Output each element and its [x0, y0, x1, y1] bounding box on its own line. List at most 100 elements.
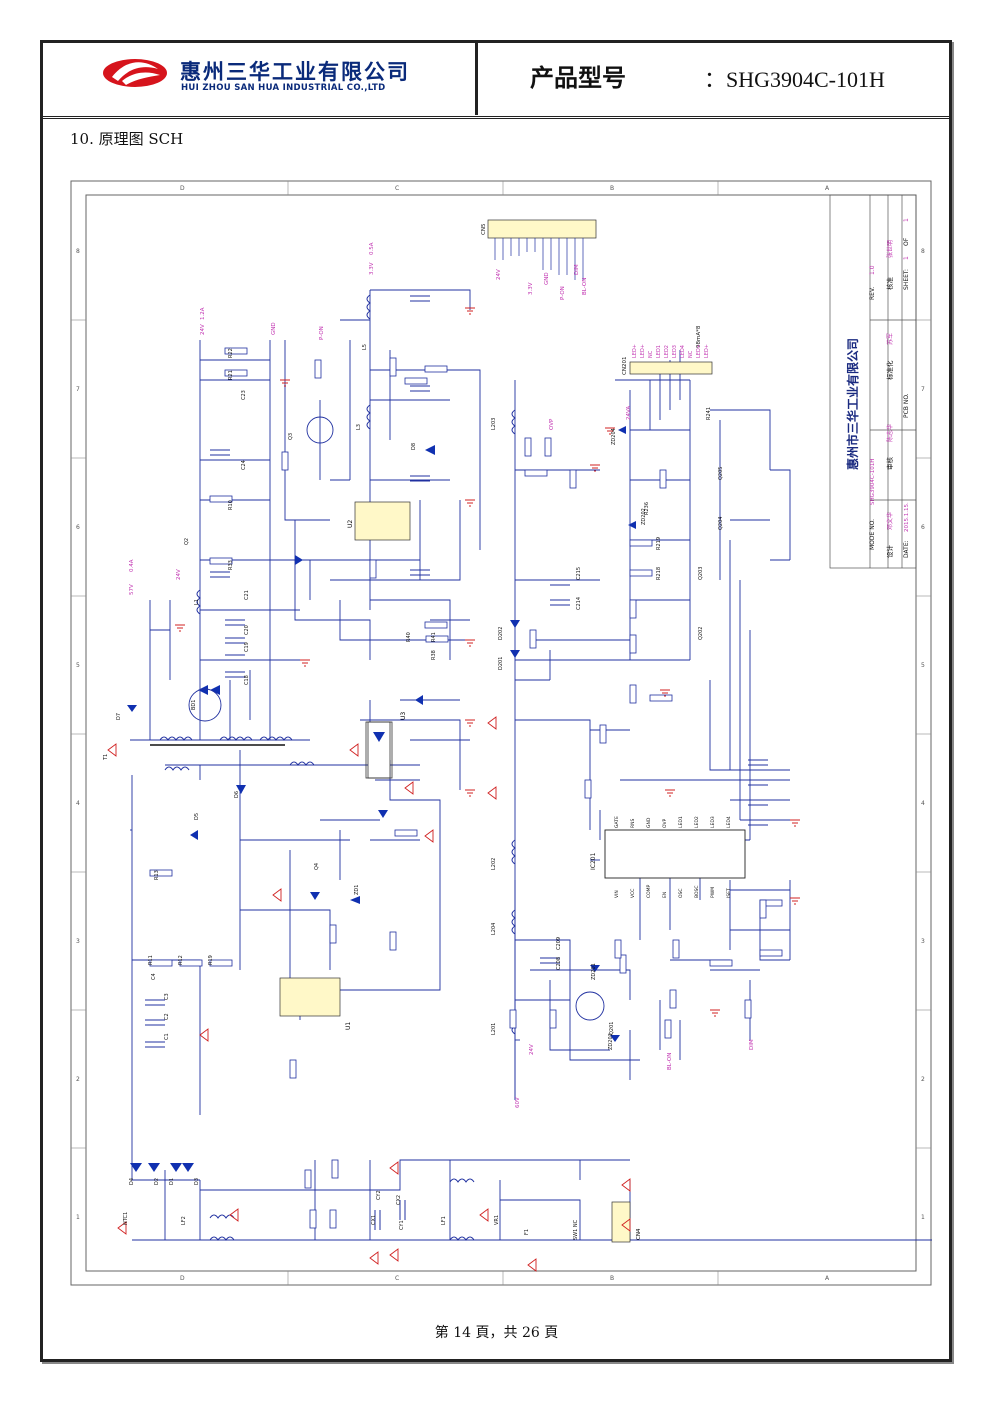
label-r21: R21: [228, 370, 234, 380]
label-r11: R11: [148, 955, 154, 965]
label-c19: C19: [244, 642, 250, 652]
cn201-pin-8: NC: [688, 350, 694, 358]
grid-col-right-7: 7: [921, 386, 925, 393]
cn201-pin-2: LED+: [640, 344, 646, 358]
grid-col-right-6: 6: [921, 524, 925, 531]
label-d7: D7: [116, 713, 122, 720]
cn201-label: CN201: [622, 357, 628, 375]
transistors: [188, 416, 605, 1021]
title-block-company: 惠州市三华工业有限公司: [845, 338, 860, 470]
grid-col-left-2: 2: [76, 1076, 80, 1083]
net-33v-cn5: 3.3V: [528, 282, 534, 295]
label-c2: C2: [164, 1013, 170, 1020]
label-bd1: BD1: [191, 700, 197, 710]
label-q204: Q204: [718, 517, 724, 530]
grid-row-top-c: C: [395, 185, 399, 192]
label-ntc1: NTC1: [123, 1212, 129, 1225]
label-c4: C4: [151, 973, 157, 980]
title-block-text: 惠州市三华工业有限公司 MODE NO. SHG3904C-101H REV. …: [845, 218, 910, 558]
ic201-pin-vin: VIN: [614, 890, 620, 898]
label-c3: C3: [164, 993, 170, 1000]
net-dim-cn5: DIM: [574, 264, 580, 275]
cn5-label: CN5: [481, 223, 487, 235]
label-c23: C23: [241, 390, 247, 400]
label-lf2: LF2: [181, 1216, 187, 1225]
grid-col-left-7: 7: [76, 386, 80, 393]
cn201-pin-3: NC: [648, 350, 654, 358]
net-24va-left: 24V: [176, 569, 182, 580]
title-block-standard-label: 标准化: [885, 360, 894, 380]
page-frame: [40, 40, 952, 1362]
label-zd203: ZD203: [608, 1033, 614, 1050]
label-r12: R12: [178, 955, 184, 965]
title-block-pcb-label: PCB NO.: [903, 393, 910, 418]
ic201-pin-osc: OSC: [678, 888, 684, 898]
cn201-pin-5: LED2: [664, 345, 670, 358]
ic201-pin-led3: LED3: [710, 816, 716, 828]
header: [43, 43, 949, 119]
capacitors: [145, 295, 768, 1230]
label-q4: Q4: [314, 863, 320, 870]
ic201-pin-en: EN: [662, 892, 668, 898]
label-q203: Q203: [698, 567, 704, 580]
label-t1: T1: [103, 754, 109, 761]
label-zd201: ZD201: [591, 963, 597, 980]
title-block-sheet-value: 1: [903, 256, 910, 260]
title-block-approve-person: 张世明: [886, 240, 894, 258]
label-l201: L201: [491, 1023, 497, 1035]
ground-symbols: [175, 307, 800, 1017]
grid-ticks: [71, 181, 931, 1285]
ic201-pin-led4: LED4: [726, 816, 732, 828]
connector-cn5: CN5: [481, 219, 597, 280]
outer-border: [70, 180, 932, 1286]
cn201-pin-9: LED+: [696, 344, 702, 358]
ic201-label: IC201: [590, 852, 597, 870]
u3-label: U3: [400, 712, 407, 720]
ic201-pin-gnd: GND: [646, 817, 652, 828]
inner-border: [85, 194, 917, 1272]
net-33v: 3.3V: [369, 262, 375, 275]
label-cy1: CY1: [399, 1220, 405, 1230]
net-a12: 1.2A: [200, 307, 206, 320]
ic201-pin-led2: LED2: [694, 816, 700, 828]
cn201-pins: LED+ LED+ NC LED1 LED2 LED3 LED4 NC LED+…: [632, 344, 710, 358]
header-divider: [475, 43, 478, 115]
chip-u2: U2: [347, 501, 411, 541]
label-c18: C18: [244, 675, 250, 685]
title-block-standard-person: 苏军: [886, 333, 894, 345]
label-l5: L5: [362, 344, 368, 350]
label-c20: C20: [244, 625, 250, 635]
label-lf1: LF1: [441, 1216, 447, 1225]
label-d4: D4: [129, 1178, 135, 1185]
grid-col-right-1: 1: [921, 1214, 925, 1221]
ic201-pin-pwm: PWM: [710, 887, 716, 898]
label-f1: F1: [524, 1229, 530, 1235]
net-24v-bottom: 24V: [529, 1044, 535, 1055]
grid-row-top-b: B: [610, 185, 614, 192]
label-q205: Q205: [718, 467, 724, 480]
net-dim: DIM: [749, 1039, 755, 1050]
label-r236: R236: [644, 502, 650, 515]
ic201: IC201 GATE RNS GND OVP LED1 LED2 LED3 LE…: [590, 816, 746, 898]
resistors: [149, 347, 783, 1229]
company-name-en: HUI ZHOU SAN HUA INDUSTRIAL CO.,LTD: [181, 83, 386, 93]
ic201-pin-iset: ISET: [726, 888, 732, 898]
grid-col-right-3: 3: [921, 938, 925, 945]
net-24v-cn5: 24V: [496, 269, 502, 280]
label-l3: L3: [356, 424, 362, 430]
label-q202: Q202: [698, 627, 704, 640]
grid-col-right-4: 4: [921, 800, 925, 807]
title-block-design-person: 邓文华: [886, 512, 894, 530]
label-d201: D201: [498, 657, 504, 670]
net-ovp: OVP: [549, 418, 555, 430]
cn201-pin-7: LED4: [680, 345, 686, 358]
company-logo-icon: [103, 59, 167, 87]
label-c208: C208: [556, 957, 562, 970]
label-q201: Q201: [609, 1022, 615, 1035]
chip-u1: U1: [279, 977, 352, 1030]
cn201-pin-6: LED3: [672, 345, 678, 358]
net-a04: 0.4A: [129, 559, 135, 572]
label-d2: D2: [154, 1178, 160, 1185]
net-gnd-cn5: GND: [544, 272, 550, 285]
warning-triangles: [107, 716, 631, 1272]
